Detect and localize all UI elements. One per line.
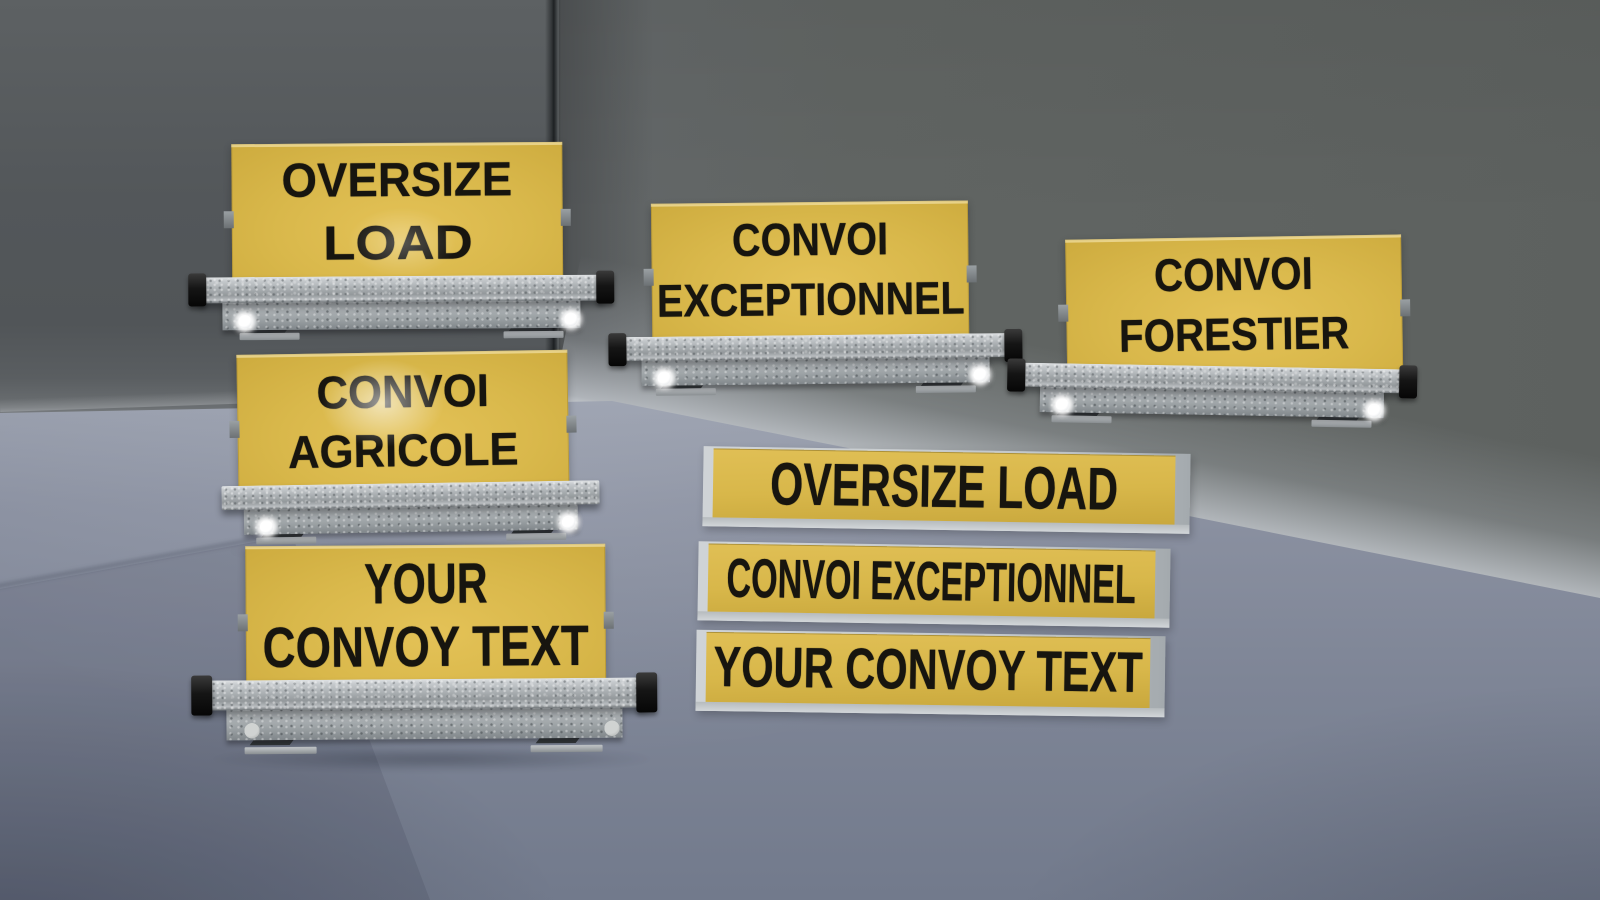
sign-assembly-convoi-forestier: CONVOI FORESTIER bbox=[1007, 234, 1427, 452]
board-clip-icon bbox=[1400, 299, 1411, 317]
marker-light-on-icon bbox=[561, 515, 576, 529]
board-clip-icon bbox=[566, 415, 577, 433]
mount-bar bbox=[1007, 358, 1418, 450]
marker-light-on-icon bbox=[973, 368, 987, 382]
rail-end-cap bbox=[1007, 358, 1026, 392]
marker-light-off-icon bbox=[244, 723, 260, 739]
strip-label: YOUR CONVOY TEXT bbox=[712, 634, 1144, 705]
sign-board-convoi-forestier: CONVOI FORESTIER bbox=[1058, 234, 1411, 376]
sign-board-oversize-load: OVERSIZE LOAD bbox=[223, 141, 571, 291]
mount-rail bbox=[608, 328, 1023, 367]
strip-sign-your-convoy-text: YOUR CONVOY TEXT bbox=[695, 629, 1166, 718]
sign-text-line: YOUR bbox=[363, 551, 488, 617]
sign-text-line: LOAD bbox=[322, 216, 473, 271]
sign-board-your-convoy-text: YOUR CONVOY TEXT bbox=[237, 543, 614, 689]
mount-foot bbox=[531, 736, 603, 753]
sign-text-line: FORESTIER bbox=[1119, 306, 1351, 362]
rail-end-cap bbox=[1398, 365, 1418, 399]
sign-text-line: CONVOI bbox=[731, 212, 889, 266]
board-clip-icon bbox=[603, 611, 614, 629]
strip-sign-convoi-exceptionnel: CONVOI EXCEPTIONNEL bbox=[697, 541, 1171, 628]
mount-rail bbox=[191, 672, 658, 716]
board-clip-icon bbox=[237, 614, 248, 632]
marker-light-on-icon bbox=[238, 315, 252, 329]
mount-foot bbox=[245, 738, 317, 755]
mount-bar bbox=[188, 270, 615, 362]
sign-assembly-oversize-load: OVERSIZE LOAD bbox=[188, 141, 618, 365]
strip-face: CONVOI EXCEPTIONNEL bbox=[707, 543, 1156, 619]
marker-light-on-icon bbox=[1367, 403, 1381, 417]
marker-light-on-icon bbox=[657, 371, 671, 385]
sign-text-line: CONVOI bbox=[1153, 247, 1314, 302]
strip-label: CONVOI EXCEPTIONNEL bbox=[726, 546, 1137, 616]
strip-label: OVERSIZE LOAD bbox=[769, 450, 1119, 523]
sign-board-convoi-agricole: CONVOI AGRICOLE bbox=[229, 339, 577, 492]
sign-text-line: CONVOY TEXT bbox=[262, 613, 590, 681]
board-clip-icon bbox=[966, 265, 977, 283]
mount-bar bbox=[191, 672, 658, 776]
sign-assembly-your-convoy-text: YOUR CONVOY TEXT bbox=[191, 543, 661, 776]
board-clip-icon bbox=[1058, 304, 1069, 323]
rail-end-cap bbox=[191, 675, 213, 716]
strip-sign-oversize-load: OVERSIZE LOAD bbox=[702, 446, 1191, 534]
rail-end-cap bbox=[188, 273, 207, 307]
mount-rail bbox=[188, 270, 615, 307]
rail-end-cap bbox=[636, 672, 658, 713]
marker-light-on-icon bbox=[564, 312, 578, 326]
board-clip-icon bbox=[643, 268, 654, 286]
sign-text-line: OVERSIZE bbox=[281, 153, 513, 208]
marker-light-on-icon bbox=[1055, 398, 1069, 412]
strip-face: YOUR CONVOY TEXT bbox=[705, 631, 1151, 709]
board-clip-icon bbox=[223, 211, 234, 229]
strip-face: OVERSIZE LOAD bbox=[712, 448, 1176, 525]
board-clip-icon bbox=[560, 209, 571, 227]
mount-bar bbox=[608, 328, 1023, 417]
marker-light-off-icon bbox=[604, 720, 620, 736]
sign-assembly-convoi-agricole: CONVOI AGRICOLE bbox=[219, 339, 622, 570]
sign-text-line: EXCEPTIONNEL bbox=[656, 271, 965, 327]
sign-board-convoi-exceptionnel: CONVOI EXCEPTIONNEL bbox=[643, 200, 977, 339]
rail-end-cap bbox=[596, 270, 615, 304]
marker-light-on-icon bbox=[259, 520, 274, 534]
sign-assembly-convoi-exceptionnel: CONVOI EXCEPTIONNEL bbox=[608, 200, 1028, 419]
sign-text-line: AGRICOLE bbox=[287, 421, 520, 478]
board-clip-icon bbox=[229, 420, 240, 438]
sign-text-line: CONVOI bbox=[315, 363, 490, 419]
